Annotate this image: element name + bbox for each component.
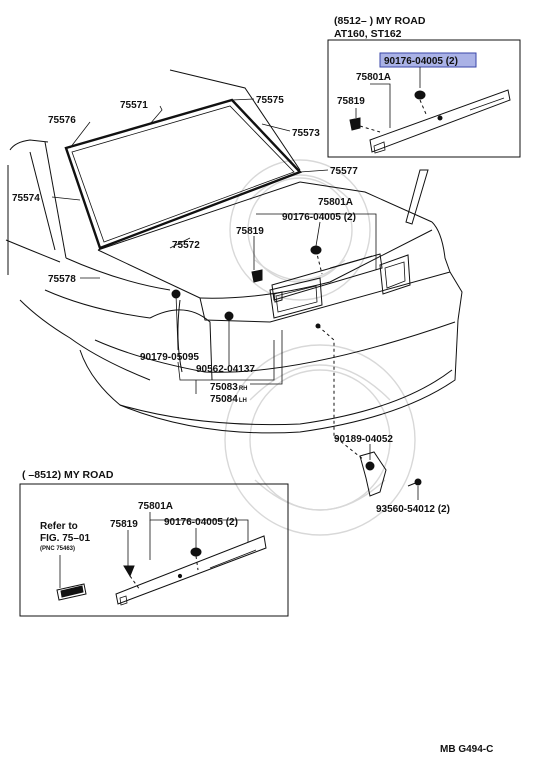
emblem-plate	[56, 583, 87, 601]
label-inset-bottom-75801a: 75801A	[138, 501, 173, 512]
label-93560: 93560-54012 (2)	[376, 504, 450, 515]
screw-93560	[407, 478, 422, 487]
label-refer-to: Refer to	[40, 521, 78, 532]
dashed-leader	[359, 125, 381, 133]
label-90562: 90562-04137	[196, 364, 255, 375]
garnish-strip-bottom	[115, 535, 267, 606]
bracket-90189	[359, 451, 387, 497]
leader-lines-main	[51, 98, 419, 500]
dashed-leader	[419, 99, 427, 115]
label-90176-main: 90176-04005 (2)	[282, 212, 356, 223]
trunk-garnish	[271, 253, 383, 303]
label-75084: 75084LH	[210, 394, 247, 405]
label-75083: 75083RH	[210, 382, 247, 393]
dashed-leader	[129, 575, 141, 591]
label-inset-bottom-90176: 90176-04005 (2)	[164, 517, 238, 528]
watermark-emblem	[224, 159, 416, 536]
label-90179: 90179-05095	[140, 352, 199, 363]
label-75574: 75574	[12, 193, 40, 204]
footer-code: MB G494-C	[440, 744, 493, 755]
label-refer-pnc: (PNC 75463)	[40, 546, 75, 552]
dashed-leader	[315, 249, 323, 275]
label-90176-highlight[interactable]: 90176-04005 (2)	[384, 56, 458, 67]
inset-bottom-left: ( –8512) MY ROAD 75801A Refer to FIG. 75…	[19, 469, 289, 617]
label-inset-top-75801a: 75801A	[356, 72, 391, 83]
inset-top-title-line1: (8512– ) MY ROAD	[334, 15, 426, 27]
label-75577: 75577	[330, 166, 358, 177]
clip-75819-main	[251, 269, 263, 283]
label-75819: 75819	[236, 226, 264, 237]
label-75576: 75576	[48, 115, 76, 126]
label-75573: 75573	[292, 128, 320, 139]
tail-lamp-lh	[269, 277, 323, 319]
car-body-outline	[5, 69, 463, 434]
grommet-inset-bottom	[190, 547, 202, 557]
clip-inset-bottom	[123, 565, 135, 578]
label-75575: 75575	[256, 95, 284, 106]
label-75572: 75572	[172, 240, 200, 251]
highlight-box[interactable]	[379, 52, 477, 68]
tail-lamp-rh	[379, 254, 411, 295]
dashed-leader	[195, 555, 199, 571]
label-inset-bottom-75819: 75819	[110, 519, 138, 530]
inset-top-title-line2: AT160, ST162	[334, 28, 402, 40]
label-refer-fig: FIG. 75–01	[40, 533, 90, 544]
inset-bottom-title: ( –8512) MY ROAD	[22, 469, 114, 481]
label-90189: 90189-04052	[334, 434, 393, 445]
label-inset-top-75819: 75819	[337, 96, 365, 107]
label-75801a: 75801A	[318, 197, 353, 208]
rear-window-glass	[64, 98, 303, 250]
garnish-strip-top	[369, 89, 511, 154]
inset-top-right: (8512– ) MY ROAD AT160, ST162 90176-0400…	[327, 15, 521, 158]
label-75571: 75571	[120, 100, 148, 111]
label-75578: 75578	[48, 274, 76, 285]
clip-inset-top	[349, 117, 361, 131]
grommet-inset-top	[414, 90, 426, 100]
